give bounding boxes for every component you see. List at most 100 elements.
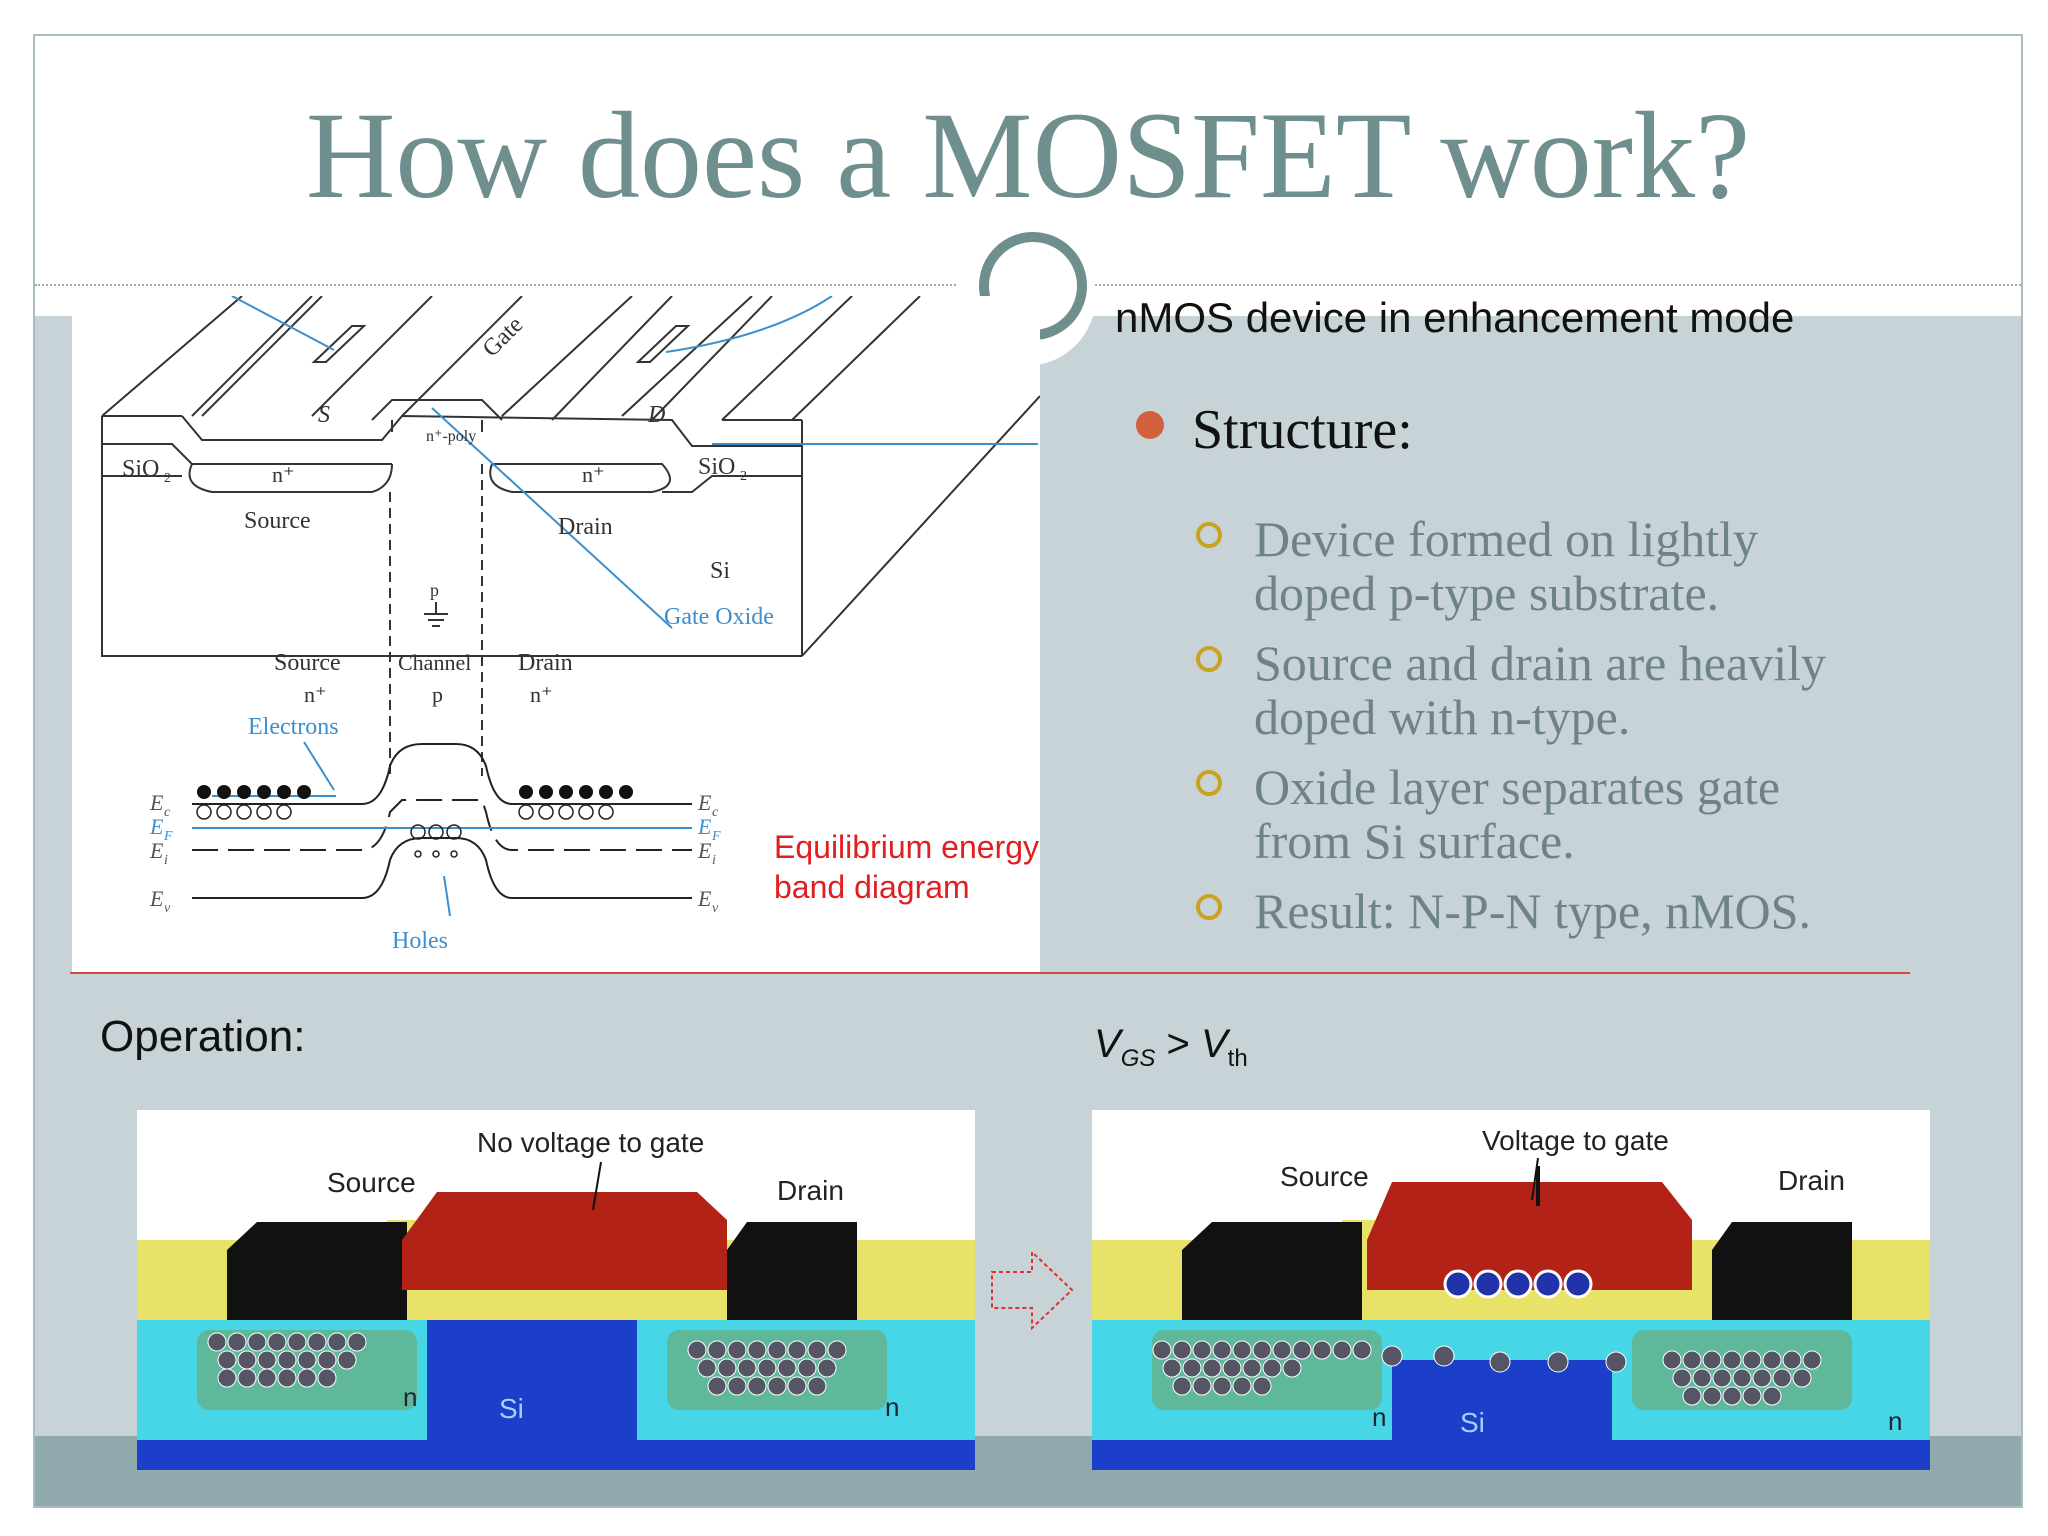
label-si: Si xyxy=(1460,1407,1485,1438)
mosfet-diagram: Gate S D n⁺-poly SiO 2 SiO 2 n⁺ n⁺ Sourc… xyxy=(101,295,1041,954)
sub-bullet-ring-icon xyxy=(1196,646,1222,672)
sub-bullet-2: Source and drain are heavily doped with … xyxy=(1254,636,1826,744)
svg-text:E: E xyxy=(697,886,712,911)
label-drain: Drain xyxy=(1778,1165,1845,1196)
channel-electrons xyxy=(1381,1345,1627,1373)
svg-text:i: i xyxy=(164,853,168,868)
structure-heading: Structure: xyxy=(1192,399,1413,461)
electron-dots-right xyxy=(519,785,633,799)
sub-bullet-1-line-2: doped p-type substrate. xyxy=(1254,565,1720,621)
sub-bullet-4: Result: N-P-N type, nMOS. xyxy=(1254,884,1811,938)
label-nplus-src: n⁺ xyxy=(304,682,327,707)
section-divider xyxy=(70,972,1910,974)
mosfet-figure: Gate S D n⁺-poly SiO 2 SiO 2 n⁺ n⁺ Sourc… xyxy=(72,295,1041,972)
label-p-channel: p xyxy=(432,682,443,707)
svg-text:c: c xyxy=(712,805,719,820)
electron-cluster-left xyxy=(1152,1340,1372,1396)
transition-arrow-icon xyxy=(991,1249,1074,1331)
slide-title: How does a MOSFET work? xyxy=(305,87,1751,224)
label-source: Source xyxy=(327,1167,416,1198)
label-n-left: n xyxy=(403,1382,417,1412)
holes-arrow xyxy=(443,875,451,917)
title-divider-right xyxy=(1095,284,2021,286)
sub-bullet-2-line-1: Source and drain are heavily xyxy=(1254,635,1826,691)
sub-bullet-1: Device formed on lightly doped p-type su… xyxy=(1254,512,1758,620)
electron-cluster-right xyxy=(1662,1350,1822,1406)
title-divider-left xyxy=(35,284,963,286)
sub-bullet-ring-icon xyxy=(1196,522,1222,548)
label-sio2-right: SiO xyxy=(698,454,735,480)
svg-text:c: c xyxy=(164,805,171,820)
label-d: D xyxy=(647,402,665,428)
operation-label: Operation: xyxy=(100,1012,306,1061)
svg-text:v: v xyxy=(164,901,171,916)
device-block-outline xyxy=(101,295,1041,776)
label-drain: Drain xyxy=(777,1175,844,1206)
gate-label-text: Gate xyxy=(478,312,528,362)
caption-voltage: Voltage to gate xyxy=(1482,1125,1669,1156)
svg-text:i: i xyxy=(712,853,716,868)
label-n-right: n xyxy=(1888,1406,1902,1436)
label-sio2-right-sub: 2 xyxy=(740,469,747,484)
label-drain-mid: Drain xyxy=(518,650,573,676)
gate-positive-charges-icon xyxy=(1443,1269,1593,1299)
sub-bullet-ring-icon xyxy=(1196,770,1222,796)
label-nplus-left: n⁺ xyxy=(272,462,295,487)
operation-panel-on: Voltage to gate Source Drain Si n n xyxy=(1092,1110,1930,1470)
mosfet-on-illustration: Voltage to gate Source Drain Si n n xyxy=(1092,1125,1930,1470)
svg-text:v: v xyxy=(712,901,719,916)
svg-text:E: E xyxy=(149,790,164,815)
nmos-subtitle: nMOS device in enhancement mode xyxy=(1115,294,1795,341)
bullet-dot-icon xyxy=(1136,411,1164,439)
label-p-top: p xyxy=(430,580,439,600)
svg-text:F: F xyxy=(163,829,173,844)
svg-text:E: E xyxy=(149,814,164,839)
band-diagram-caption-2: band diagram xyxy=(774,869,970,905)
label-drain-top: Drain xyxy=(558,514,613,540)
band-curves xyxy=(192,743,692,899)
electron-dots-left xyxy=(197,785,311,799)
sub-bullet-3-line-2: from Si surface. xyxy=(1254,813,1575,869)
label-si: Si xyxy=(499,1393,524,1424)
caption-no-voltage: No voltage to gate xyxy=(477,1127,704,1158)
sub-bullet-2-line-2: doped with n-type. xyxy=(1254,689,1631,745)
label-sio2-left-sub: 2 xyxy=(164,471,171,486)
label-n-right: n xyxy=(885,1392,899,1422)
label-electrons: Electrons xyxy=(248,714,339,740)
svg-text:E: E xyxy=(697,790,712,815)
donor-ions xyxy=(196,804,614,858)
svg-text:F: F xyxy=(711,829,721,844)
label-sio2-left: SiO xyxy=(122,456,159,482)
band-diagram-caption-1: Equilibrium energy xyxy=(774,829,1039,865)
label-si: Si xyxy=(710,558,730,584)
label-n-left: n xyxy=(1372,1402,1386,1432)
ground-symbol-icon xyxy=(424,602,448,627)
gate-label: Gate xyxy=(478,312,528,362)
label-s: S xyxy=(318,402,330,428)
svg-text:E: E xyxy=(697,838,712,863)
sub-bullet-1-line-1: Device formed on lightly xyxy=(1254,511,1759,567)
label-nplus-right: n⁺ xyxy=(582,462,605,487)
sub-bullet-3: Oxide layer separates gate from Si surfa… xyxy=(1254,760,1780,868)
label-holes: Holes xyxy=(392,928,448,954)
label-source-top: Source xyxy=(244,508,311,534)
label-channel: Channel xyxy=(398,650,471,675)
svg-text:E: E xyxy=(149,838,164,863)
operation-panel-off: No voltage to gate Source Drain Si n n xyxy=(137,1110,975,1470)
mosfet-off-illustration: No voltage to gate Source Drain Si n n xyxy=(137,1127,975,1470)
electron-cluster-left xyxy=(207,1332,367,1388)
svg-text:E: E xyxy=(149,886,164,911)
label-npoly: n⁺-poly xyxy=(426,428,476,445)
label-source: Source xyxy=(1280,1161,1369,1192)
label-source-mid: Source xyxy=(274,650,341,676)
electrons-arrow xyxy=(303,741,335,791)
electron-cluster-right xyxy=(687,1340,847,1396)
sub-bullet-ring-icon xyxy=(1196,894,1222,920)
svg-text:E: E xyxy=(697,814,712,839)
sub-bullet-4-line-1: Result: N-P-N type, nMOS. xyxy=(1254,883,1811,939)
label-gate-oxide: Gate Oxide xyxy=(664,604,774,630)
annotation-lines xyxy=(212,295,1038,797)
sub-bullet-3-line-1: Oxide layer separates gate xyxy=(1254,759,1781,815)
